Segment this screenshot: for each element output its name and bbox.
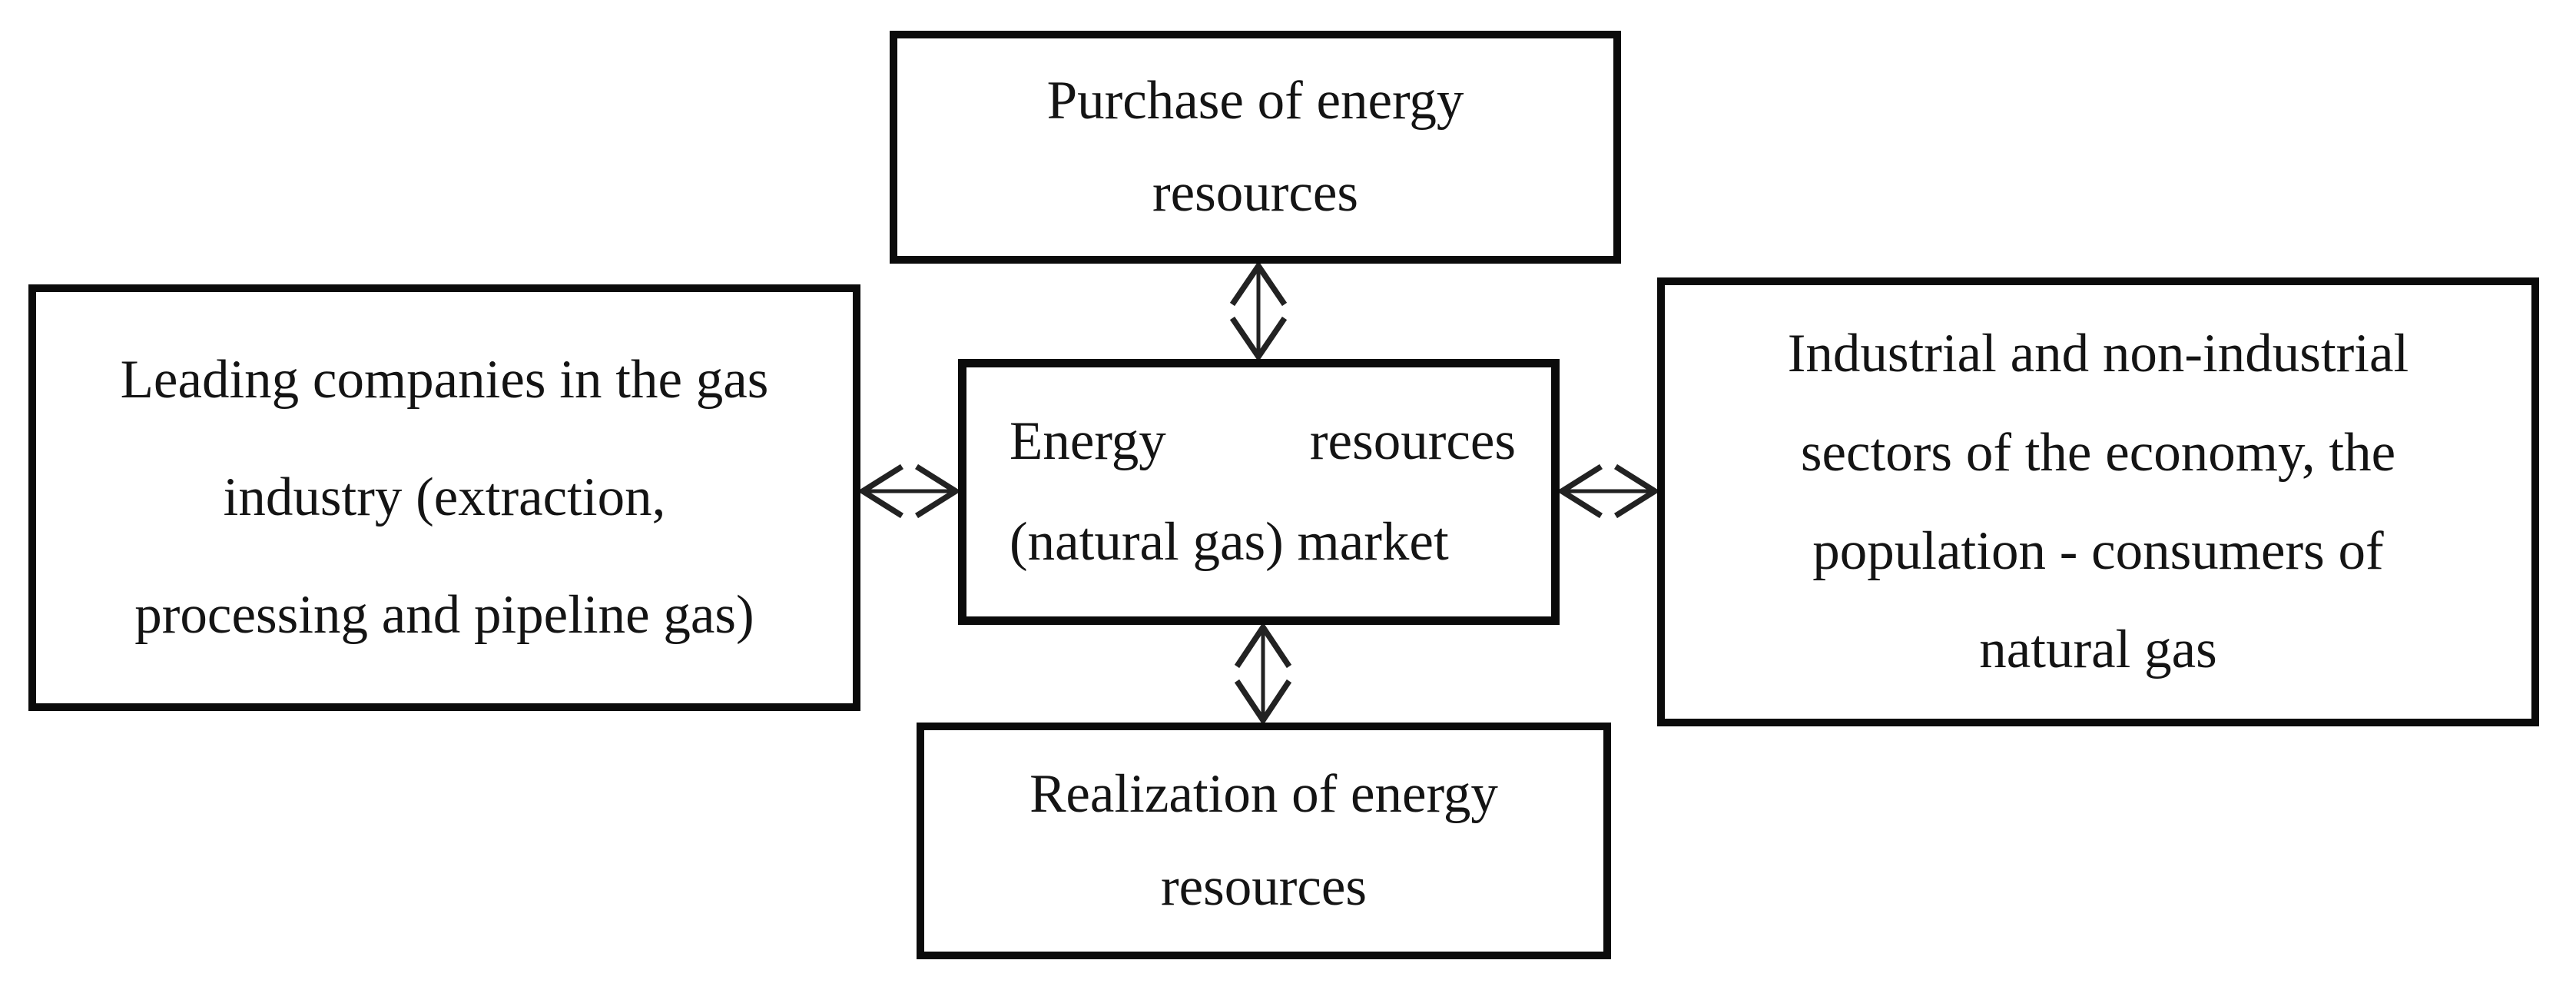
box-text-line: Realization of energy (1029, 763, 1498, 824)
box-text-line: industry (extraction, (223, 467, 666, 528)
box-leading-gas-companies: Leading companies in the gas industry (e… (28, 284, 860, 711)
box-text-line: processing and pipeline gas) (134, 585, 754, 646)
double-arrow-market-consumers-icon (1560, 463, 1657, 519)
box-text-line: resources (1152, 163, 1359, 224)
box-purchase-of-energy-resources: Purchase of energy resources (890, 31, 1621, 264)
double-arrow-market-purchase-icon (1229, 264, 1288, 359)
box-text-line: Industrial and non-industrial (1787, 324, 2409, 384)
box-text-line: Purchase of energy (1046, 71, 1464, 131)
box-energy-resources-market: Energy resources (natural gas) market (958, 359, 1560, 625)
box-text-line: natural gas (1979, 619, 2217, 679)
box-text-line: population - consumers of (1812, 520, 2384, 581)
box-text-word: Energy (1010, 411, 1166, 472)
box-text-line: Energy resources (1010, 407, 1516, 476)
double-arrow-leading-market-icon (860, 463, 958, 519)
double-arrow-market-realization-icon (1234, 625, 1292, 723)
box-text-word: resources (1309, 411, 1516, 472)
box-text-line: Leading companies in the gas (120, 350, 769, 410)
box-natural-gas-consumers: Industrial and non-industrial sectors of… (1657, 277, 2539, 726)
box-realization-of-energy-resources: Realization of energy resources (917, 723, 1611, 959)
box-text-line: sectors of the economy, the (1800, 422, 2396, 483)
box-text-line: (natural gas) market (1010, 512, 1449, 573)
box-text-line: resources (1160, 857, 1368, 918)
